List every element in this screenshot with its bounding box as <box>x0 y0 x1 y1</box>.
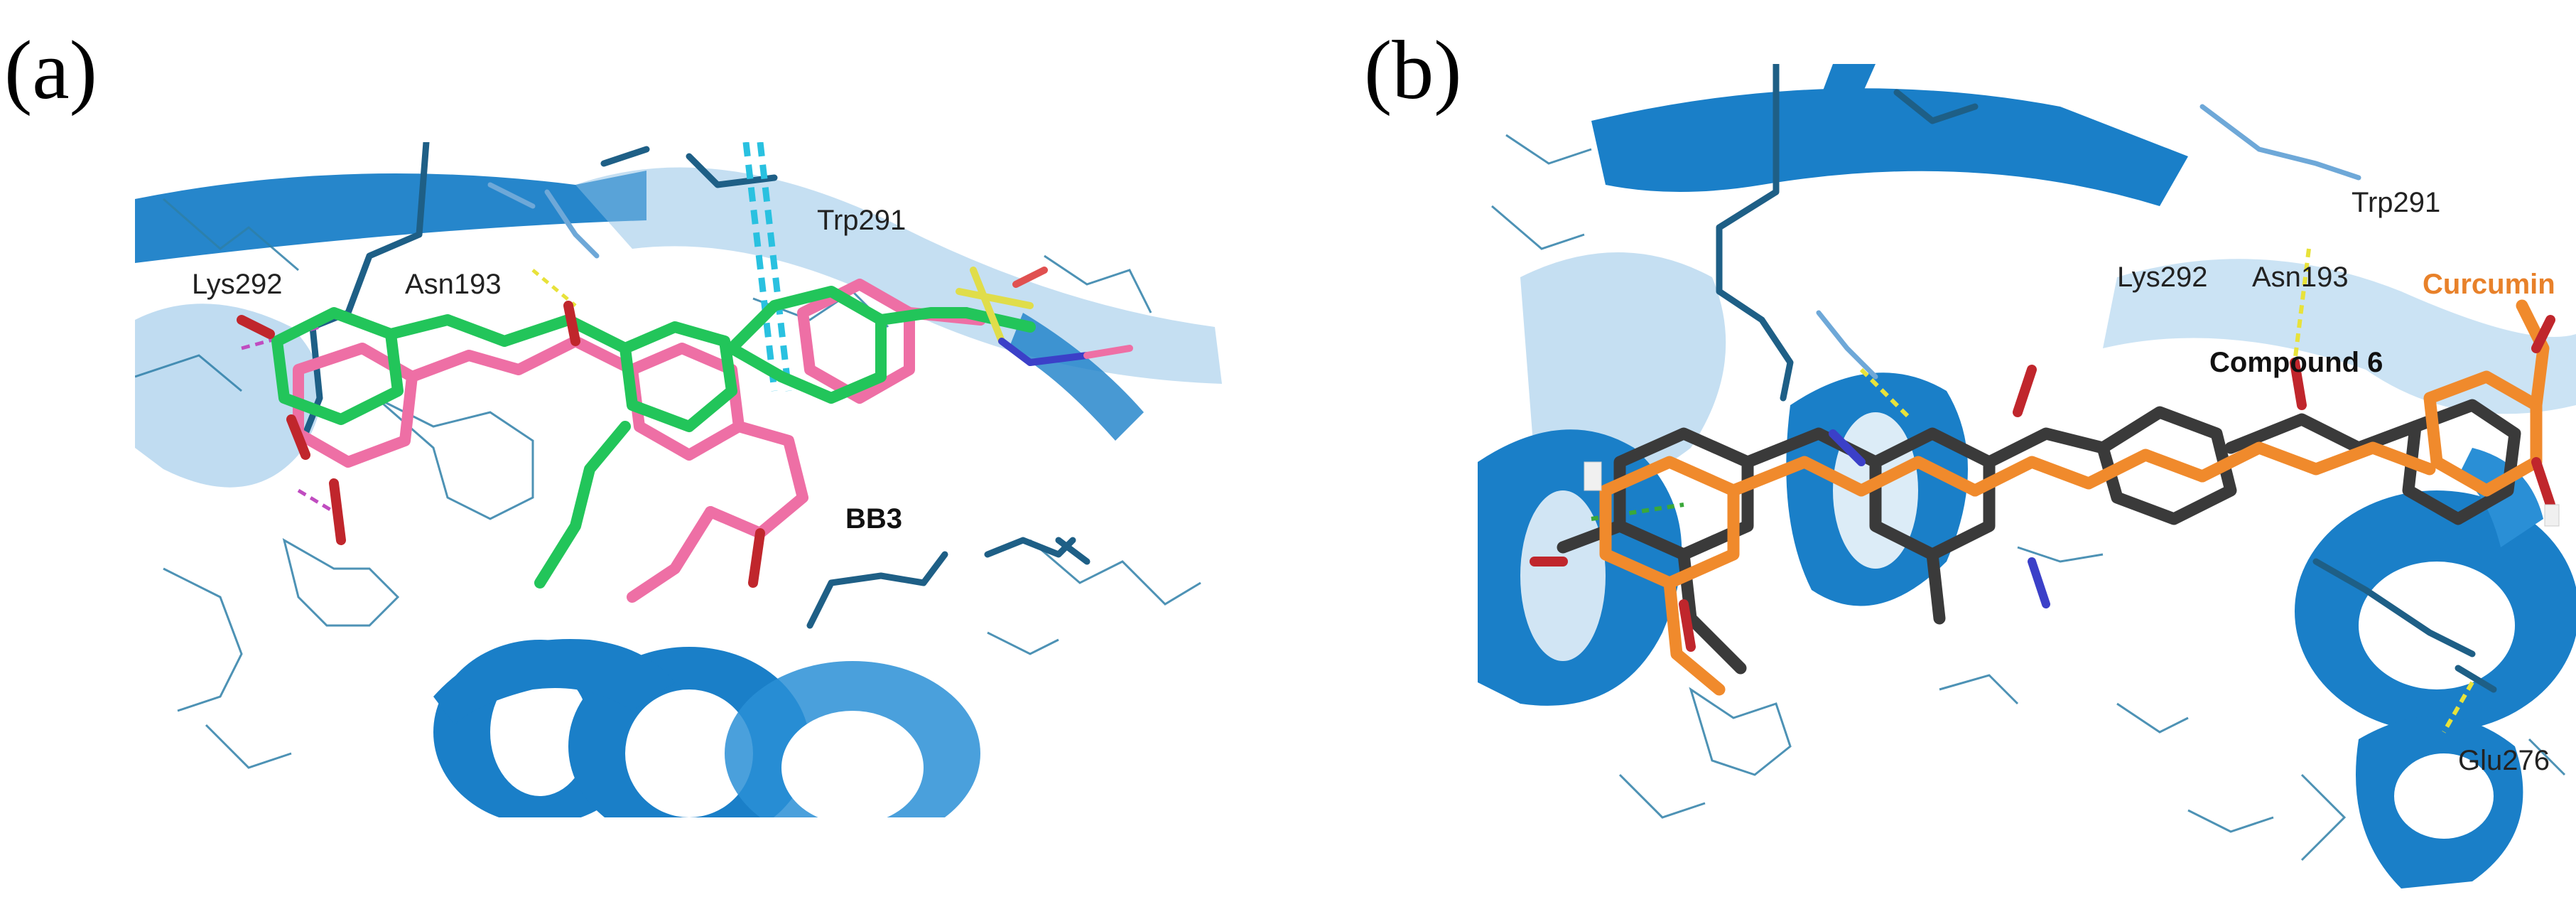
label-trp291: Trp291 <box>817 205 907 236</box>
label-trp291: Trp291 <box>2352 187 2441 218</box>
label-glu276: Glu276 <box>2458 745 2550 776</box>
label-lys292: Lys292 <box>192 269 283 300</box>
panel-a-molecular-render <box>135 142 1222 817</box>
right-helix-ribbon <box>575 167 1222 384</box>
label-lys292: Lys292 <box>2117 262 2208 293</box>
bb3-green-ligand <box>271 286 1036 589</box>
top-helix-ribbon <box>1591 88 2188 207</box>
panel-b-molecular-render <box>1478 64 2576 888</box>
label-compound-6: Compound 6 <box>2209 347 2383 378</box>
label-curcumin: Curcumin <box>2423 269 2555 300</box>
panel-b-binding-site: Trp291 Lys292 Asn193 Curcumin Compound 6… <box>1478 64 2576 888</box>
panel-b-letter: (b) <box>1364 23 1462 117</box>
label-asn193: Asn193 <box>405 269 502 300</box>
panel-a-binding-site: Lys292 Asn193 Trp291 BB3 <box>135 142 1222 817</box>
label-asn193: Asn193 <box>2252 262 2349 293</box>
label-bb3: BB3 <box>845 503 903 535</box>
panel-a-letter: (a) <box>4 23 97 117</box>
